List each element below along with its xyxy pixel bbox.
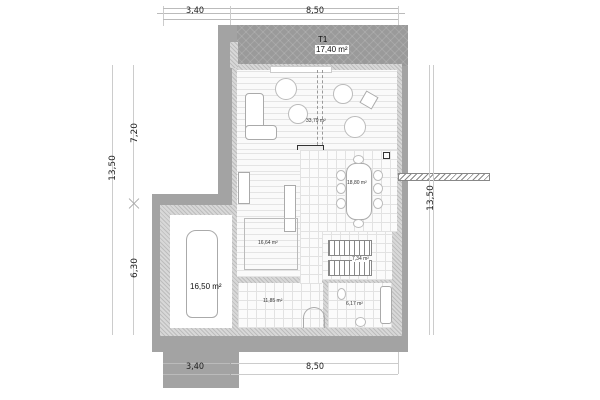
inner-wall-left-strip — [230, 42, 238, 68]
bottom-dim-tick-right — [398, 352, 399, 374]
kitchen-area: 16,64 m² — [258, 240, 278, 246]
kitchen-counter-bottom — [244, 218, 298, 270]
dining-chair-1 — [336, 170, 346, 181]
right-dim-13-50: 13,50 — [426, 185, 436, 211]
top-dimension-line — [157, 13, 405, 14]
dining-chair-6 — [373, 198, 383, 209]
entrance-door-swing — [303, 307, 325, 328]
living-room-area: 33,79 m² — [306, 118, 326, 124]
armchair-1 — [275, 78, 297, 100]
kitchen-upper-floor — [237, 150, 300, 172]
right-dim-line — [429, 65, 430, 335]
armchair-2 — [288, 104, 308, 124]
sofa-chaise — [245, 125, 277, 140]
stair-flight-upper — [328, 240, 372, 256]
top-dimension-tick-right — [398, 6, 399, 26]
staircase-area: 7,34 m² — [352, 256, 369, 262]
bottom-protrusion — [163, 350, 239, 388]
armchair-4 — [344, 116, 366, 138]
kitchen-island — [284, 185, 296, 232]
dining-chair-4 — [373, 170, 383, 181]
left-dim-7-20: 7,20 — [130, 122, 140, 144]
bottom-dim-3-40: 3,40 — [185, 362, 205, 372]
armchair-3 — [333, 84, 353, 104]
bathroom-area: 6,17 m² — [346, 301, 363, 307]
left-dim-13-50: 13,50 — [108, 155, 118, 181]
partition-dash-1 — [317, 70, 318, 150]
garage-floor — [170, 215, 232, 328]
washbasin — [355, 317, 366, 327]
terrace-door-opening — [270, 66, 332, 73]
dining-chair-5 — [373, 183, 383, 194]
bottom-dim-box-2 — [231, 363, 398, 375]
car — [186, 230, 218, 318]
bottom-dim-box-1 — [163, 363, 230, 375]
hall-area: 11,85 m² — [263, 298, 283, 304]
stair-flight-lower — [328, 260, 372, 276]
dining-chair-8 — [353, 219, 364, 228]
bottom-dim-8-50: 8,50 — [305, 362, 325, 372]
toilet — [337, 288, 346, 300]
left-dim-line-total — [112, 65, 113, 335]
dining-chair-3 — [336, 198, 346, 209]
top-dim-box-2 — [231, 8, 398, 20]
left-dim-6-30: 6,30 — [130, 257, 140, 279]
partition-dash-2 — [322, 70, 323, 150]
right-beam — [398, 173, 490, 181]
bathtub — [380, 286, 392, 324]
top-dimension-tick-left — [163, 6, 164, 26]
dining-table — [346, 163, 372, 220]
terrace-area: 17,40 m² — [315, 45, 349, 54]
terrace-label: T1 — [318, 35, 328, 44]
right-dim-line-2 — [433, 65, 434, 335]
top-dim-8-50: 8,50 — [305, 6, 325, 16]
left-dim-line-partial — [133, 65, 134, 335]
dining-chair-7 — [353, 155, 364, 164]
dining-room-area: 18,80 m² — [347, 180, 367, 186]
hall-upper-floor — [300, 232, 322, 284]
dining-room-floor — [300, 150, 397, 232]
top-dim-box-1 — [163, 8, 230, 20]
garage-area: 16,50 m² — [190, 282, 222, 291]
socket-icon — [383, 152, 390, 159]
dining-chair-2 — [336, 183, 346, 194]
top-dim-3-40: 3,40 — [185, 6, 205, 16]
top-dimension-tick-mid — [230, 6, 231, 26]
kitchen-counter-left — [238, 172, 250, 204]
